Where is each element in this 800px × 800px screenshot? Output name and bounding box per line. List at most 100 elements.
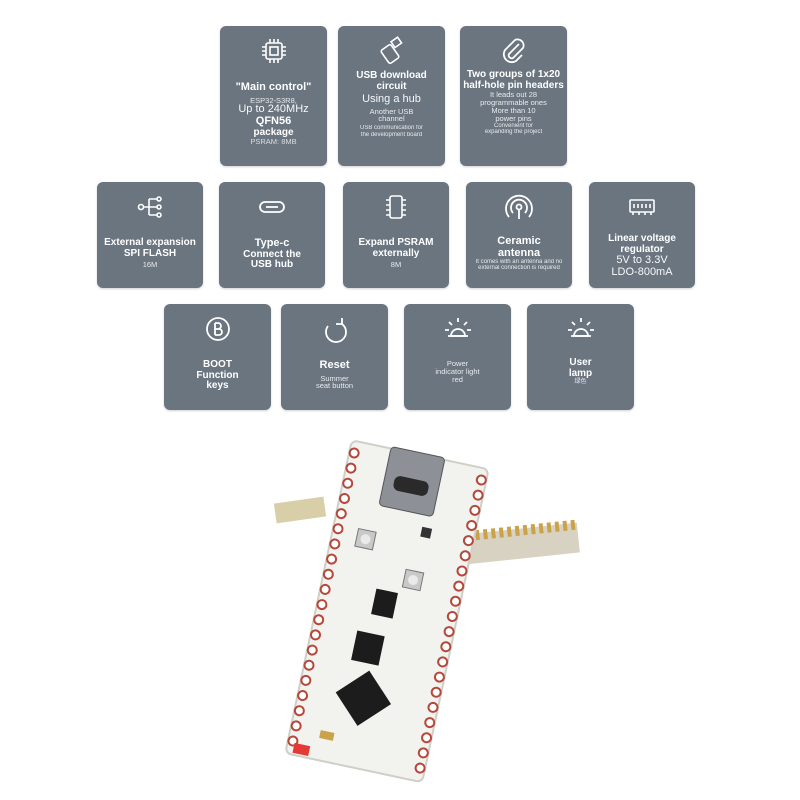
main-control-package2: package [253, 126, 294, 138]
edge-pin-hole [459, 550, 471, 562]
boot-l2: Function [196, 369, 239, 381]
regulator-voltage: 5V to 3.3V [616, 254, 668, 266]
boot-l1: BOOT [203, 359, 232, 370]
user-lamp-l1: User [569, 357, 592, 368]
pin-headers-l8: expanding the project [484, 128, 543, 135]
usb-download-comm2: the development board [360, 131, 423, 138]
spi-flash-title1: External expansion [104, 237, 196, 248]
header-pin [498, 527, 504, 538]
edge-pin-hole [297, 690, 309, 702]
regulator-module-icon [625, 190, 659, 224]
edge-pin-hole [433, 671, 445, 683]
user-lamp-l2: lamp [568, 367, 593, 379]
edge-pin-hole [303, 659, 315, 671]
feature-reset: Reset Summer seat button [281, 304, 388, 410]
type-c-title2: Connect the [243, 248, 301, 260]
circuit-branch-icon [133, 190, 167, 224]
edge-pin-hole [446, 610, 458, 622]
edge-pin-hole [332, 523, 344, 535]
header-pin [530, 524, 536, 535]
power-led-l1: Power [446, 359, 469, 368]
edge-pin-hole [462, 535, 474, 547]
psram-title1: Expand PSRAM [358, 237, 434, 248]
edge-pin-hole [472, 489, 484, 501]
usb-c-port-icon [255, 190, 289, 224]
pin-headers-l4: programmable ones [480, 97, 547, 107]
edge-pin-hole [466, 519, 478, 531]
usb-download-another: Another USB [369, 106, 414, 116]
feature-usb-download: USB download circuit Using a hub Another… [338, 26, 445, 166]
header-pin [522, 524, 528, 536]
edge-pin-hole [414, 762, 426, 774]
pcb-board [285, 440, 489, 783]
main-control-package: QFN56 [255, 114, 292, 127]
edge-pin-hole [316, 599, 328, 611]
dev-board-illustration [273, 440, 580, 783]
edge-pin-hole [306, 644, 318, 656]
header-pin [514, 525, 520, 537]
usb-stick-icon [375, 34, 409, 68]
reset-l2: Summer [320, 373, 349, 383]
edge-pin-hole [335, 508, 347, 520]
antenna-note1: It comes with an antenna and no [475, 259, 563, 266]
edge-pin-hole [440, 641, 452, 653]
psram-size: 8M [390, 260, 402, 269]
flash-chip [371, 588, 398, 619]
spi-flash-size: 16M [142, 260, 158, 269]
usb-download-title1: USB download [356, 70, 427, 81]
pin-headers-l7: Convenient for [493, 122, 534, 129]
type-c-title1: Type-c [254, 237, 290, 249]
feature-type-c: Type-c Connect the USB hub [219, 182, 325, 288]
edge-pin-hole [293, 705, 305, 717]
edge-pin-hole [290, 720, 302, 732]
edge-pin-hole [475, 474, 487, 486]
regulator-ldo: LDO-800mA [611, 265, 673, 278]
pin-headers-l2: half-hole pin headers [463, 79, 564, 91]
edge-pin-hole [300, 674, 312, 686]
header-pin [490, 528, 496, 539]
reset-l3: seat button [315, 381, 354, 391]
header-pin [562, 520, 568, 532]
header-pin [506, 526, 512, 537]
pin-headers-l3: It leads out 28 [489, 90, 538, 99]
main-control-chip: ESP32-S3R8, [250, 95, 297, 105]
edge-pin-hole [437, 656, 449, 668]
edge-pin-hole [453, 580, 465, 592]
edge-pin-hole [309, 629, 321, 641]
feature-regulator: Linear voltage regulator 5V to 3.3V LDO-… [589, 182, 695, 288]
esp32-chip [335, 670, 392, 726]
main-control-title: "Main control" [235, 81, 312, 93]
pin-headers-l6: power pins [495, 113, 532, 123]
header-pin [570, 519, 576, 531]
power-led-l2: indicator light [435, 366, 480, 376]
usb-download-hub: Using a hub [362, 93, 421, 105]
power-led [292, 742, 311, 757]
lamp-icon [564, 312, 598, 346]
usb-download-comm: USB communication for [359, 125, 424, 132]
antenna-title2: antenna [497, 246, 541, 259]
regulator-title1: Linear voltage [608, 233, 676, 244]
edge-pin-hole [430, 686, 442, 698]
usb-download-channel: channel [378, 114, 405, 124]
power-led-l3: red [452, 374, 463, 384]
feature-pin-headers: Two groups of 1x20 half-hole pin headers… [460, 26, 567, 166]
reset-icon [318, 312, 352, 346]
feature-boot: BOOT Function keys [164, 304, 271, 410]
pin-headers-l5: More than 10 [491, 105, 536, 115]
edge-pin-hole [326, 553, 338, 565]
pin-headers-l1: Two groups of 1x20 [466, 69, 561, 80]
boot-key-icon [201, 312, 235, 346]
feature-spi-flash: External expansion SPI FLASH 16M [97, 182, 203, 288]
edge-pin-hole [342, 477, 354, 489]
edge-pin-hole [348, 447, 360, 459]
edge-pin-hole [421, 732, 433, 744]
dev-board-photo [230, 440, 600, 790]
antenna-icon [502, 190, 536, 224]
antenna-note2: external connection is required [478, 265, 560, 272]
type-c-title3: USB hub [250, 259, 294, 271]
edge-pin-hole [338, 492, 350, 504]
edge-pin-hole [424, 717, 436, 729]
antenna-title1: Ceramic [497, 235, 541, 247]
spi-flash-title2: SPI FLASH [123, 247, 177, 259]
edge-pin-hole [469, 504, 481, 516]
